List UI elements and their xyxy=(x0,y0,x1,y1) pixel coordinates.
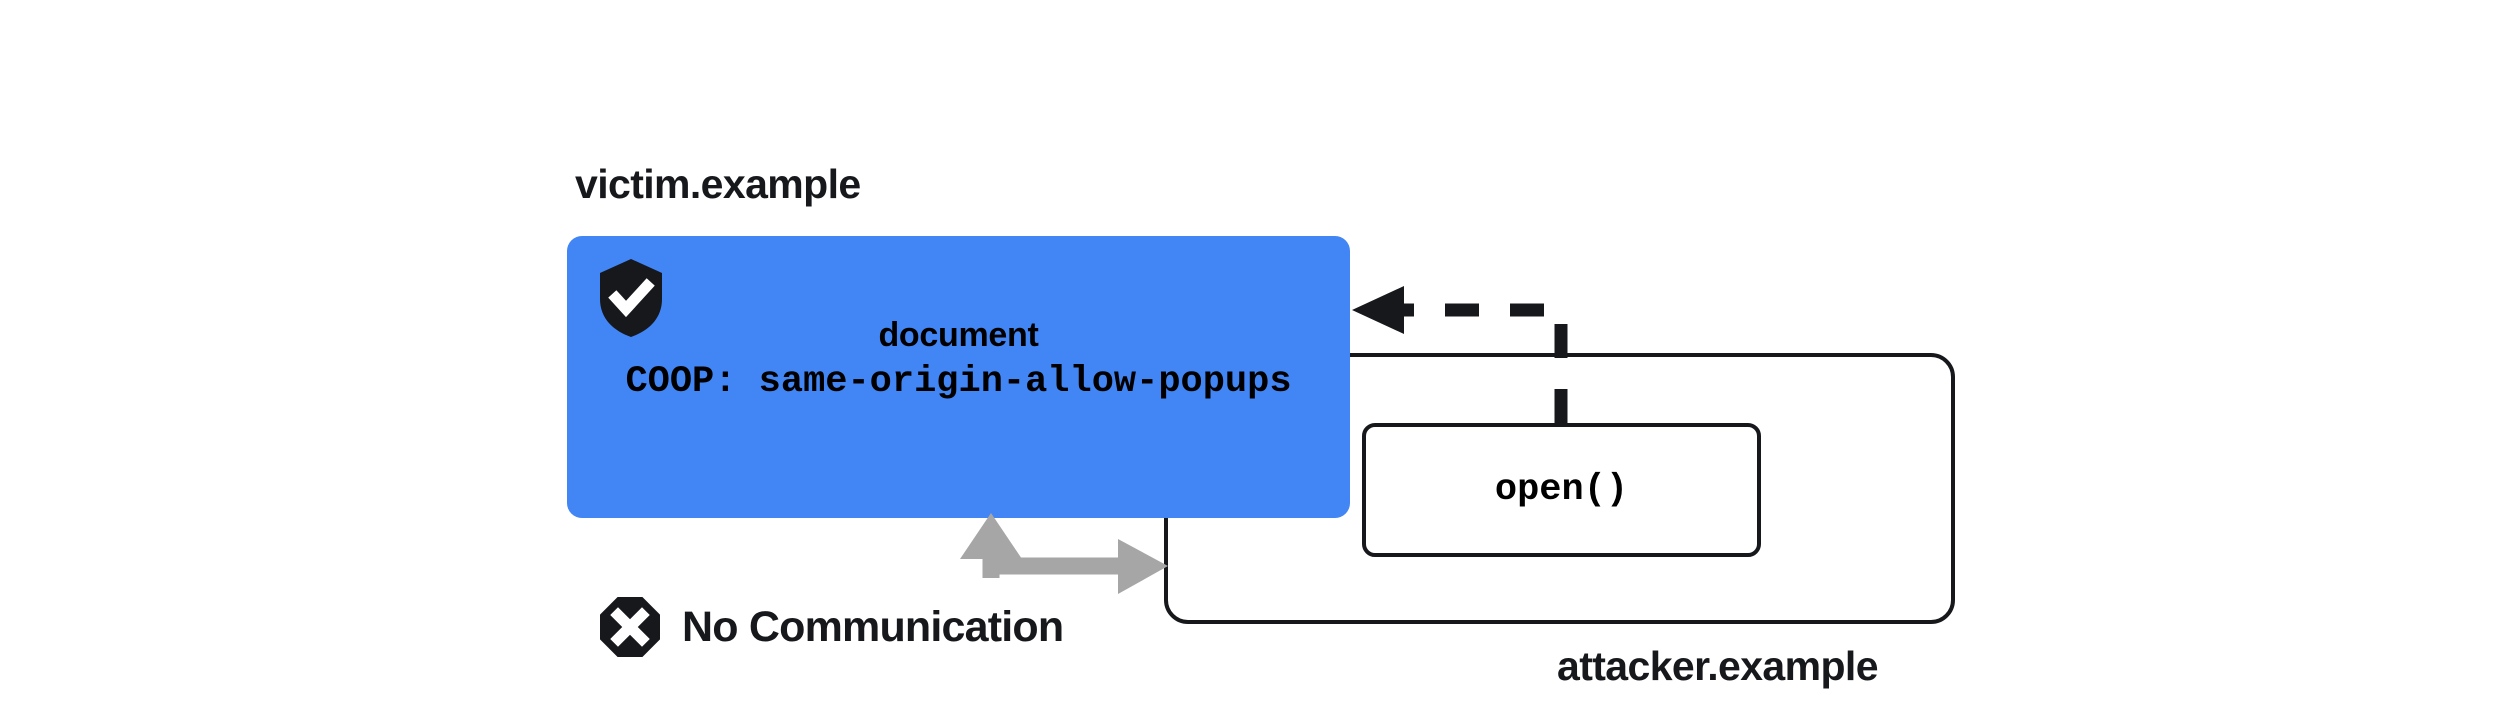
document-heading: document xyxy=(878,316,1039,354)
octagon-x-icon xyxy=(600,597,660,657)
shield-check-icon xyxy=(600,259,662,337)
no-communication-label: No Communication xyxy=(682,602,1064,651)
victim-document-box: document COOP: same-origin-allow-popups xyxy=(567,236,1350,518)
open-call-label: open() xyxy=(1494,469,1629,511)
document-text-block: document COOP: same-origin-allow-popups xyxy=(567,314,1350,404)
opener-arrowhead xyxy=(1352,286,1404,334)
no-communication-arrow xyxy=(960,513,1168,594)
no-communication-arrowhead-right xyxy=(1118,539,1168,594)
no-communication-annotation: No Communication xyxy=(600,597,1064,657)
coop-header-value: COOP: same-origin-allow-popups xyxy=(625,361,1292,403)
victim-origin-label: victim.example xyxy=(575,161,861,207)
attacker-origin-label: attacker.example xyxy=(1557,643,1879,689)
open-call-box: open() xyxy=(1362,423,1761,557)
no-communication-arrowhead-up xyxy=(960,513,1022,559)
